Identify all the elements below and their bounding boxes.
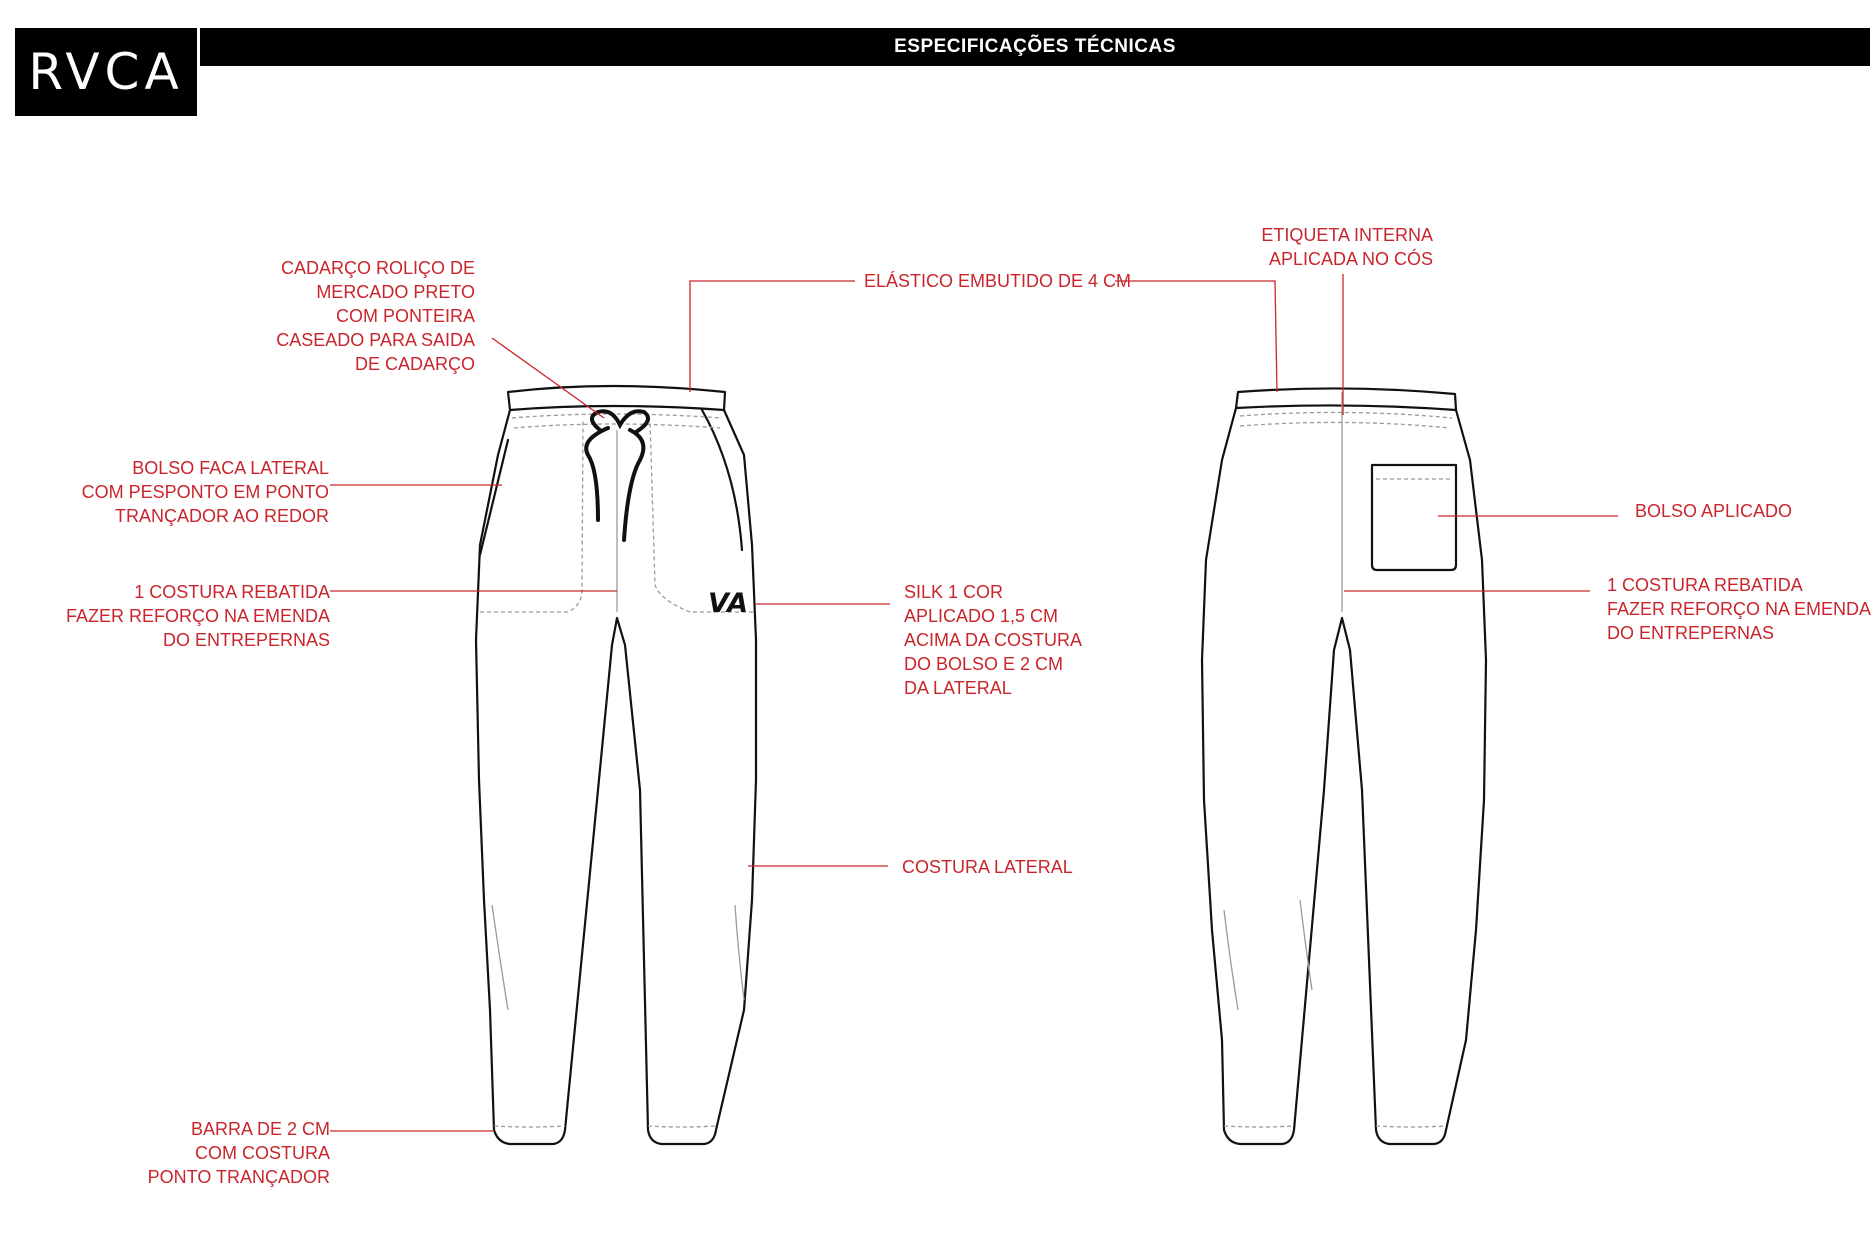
back-patch-pocket	[1370, 463, 1458, 572]
annotation-etiqueta: ETIQUETA INTERNA APLICADA NO CÓS	[1261, 225, 1433, 269]
leader-elastico	[689, 280, 855, 392]
back-pants	[1200, 387, 1488, 1146]
annotation-costura-rebatida-front: 1 COSTURA REBATIDA FAZER REFORÇO NA EMEN…	[65, 582, 330, 650]
front-pants	[474, 384, 758, 1146]
page-title: ESPECIFICAÇÕES TÉCNICAS	[894, 36, 1176, 57]
front-hem-stitch-right	[647, 1125, 717, 1128]
front-knee-crease-right	[734, 904, 745, 1001]
back-outline	[1200, 406, 1488, 1146]
annotation-bolso-aplicado: BOLSO APLICADO	[1635, 501, 1793, 521]
annotation-costura-rebatida-back: 1 COSTURA REBATIDA FAZER REFORÇO NA EMEN…	[1607, 575, 1872, 643]
drawcord	[584, 409, 651, 542]
back-waistband	[1234, 387, 1458, 412]
brand-logo: RVCA	[15, 28, 197, 116]
front-hem-stitch-left	[493, 1125, 566, 1128]
front-outline	[474, 408, 758, 1146]
front-knee-crease-left	[491, 904, 509, 1011]
silk-logo: VA	[708, 588, 748, 619]
drawcord-end-right	[622, 428, 646, 542]
header-title-bar: ESPECIFICAÇÕES TÉCNICAS	[200, 28, 1870, 66]
front-pocket-left	[478, 438, 510, 557]
back-knee-crease-left	[1223, 909, 1239, 1011]
back-waist-stitch	[1239, 411, 1453, 419]
brand-logo-text: RVCA	[28, 43, 184, 101]
front-waistband	[506, 384, 727, 412]
drawcord-end-left	[584, 426, 610, 522]
back-waist-stitch-2	[1239, 421, 1451, 429]
silk-logo-text: VA	[708, 588, 748, 619]
annotation-bolso-faca: BOLSO FACA LATERAL COM PESPONTO EM PONTO…	[81, 458, 329, 526]
front-waist-stitch-2	[513, 423, 721, 429]
annotation-silk: SILK 1 COR APLICADO 1,5 CM ACIMA DA COST…	[904, 582, 1083, 698]
front-stitching	[480, 413, 753, 1128]
annotation-costura-lateral: COSTURA LATERAL	[902, 857, 1073, 877]
back-hem-stitch-right	[1375, 1125, 1447, 1128]
front-pocket-stitch-left	[480, 419, 584, 613]
leader-cadarco	[491, 337, 605, 419]
back-knee-crease-right	[1299, 899, 1313, 991]
annotation-barra: BARRA DE 2 CM COM COSTURA PONTO TRANÇADO…	[147, 1119, 330, 1187]
back-hem-stitch-left	[1223, 1125, 1295, 1128]
front-pocket-stitch-right	[649, 419, 753, 613]
annotation-cadarco: CADARÇO ROLIÇO DE MERCADO PRETO COM PONT…	[276, 258, 475, 374]
drawcord-knot	[590, 409, 651, 434]
annotation-elastico: ELÁSTICO EMBUTIDO DE 4 CM	[864, 271, 1132, 291]
leader-elastico-back	[1115, 280, 1278, 393]
annotation-lines	[330, 274, 1618, 1132]
back-stitching	[1223, 392, 1453, 1128]
front-pocket-right	[700, 408, 744, 552]
